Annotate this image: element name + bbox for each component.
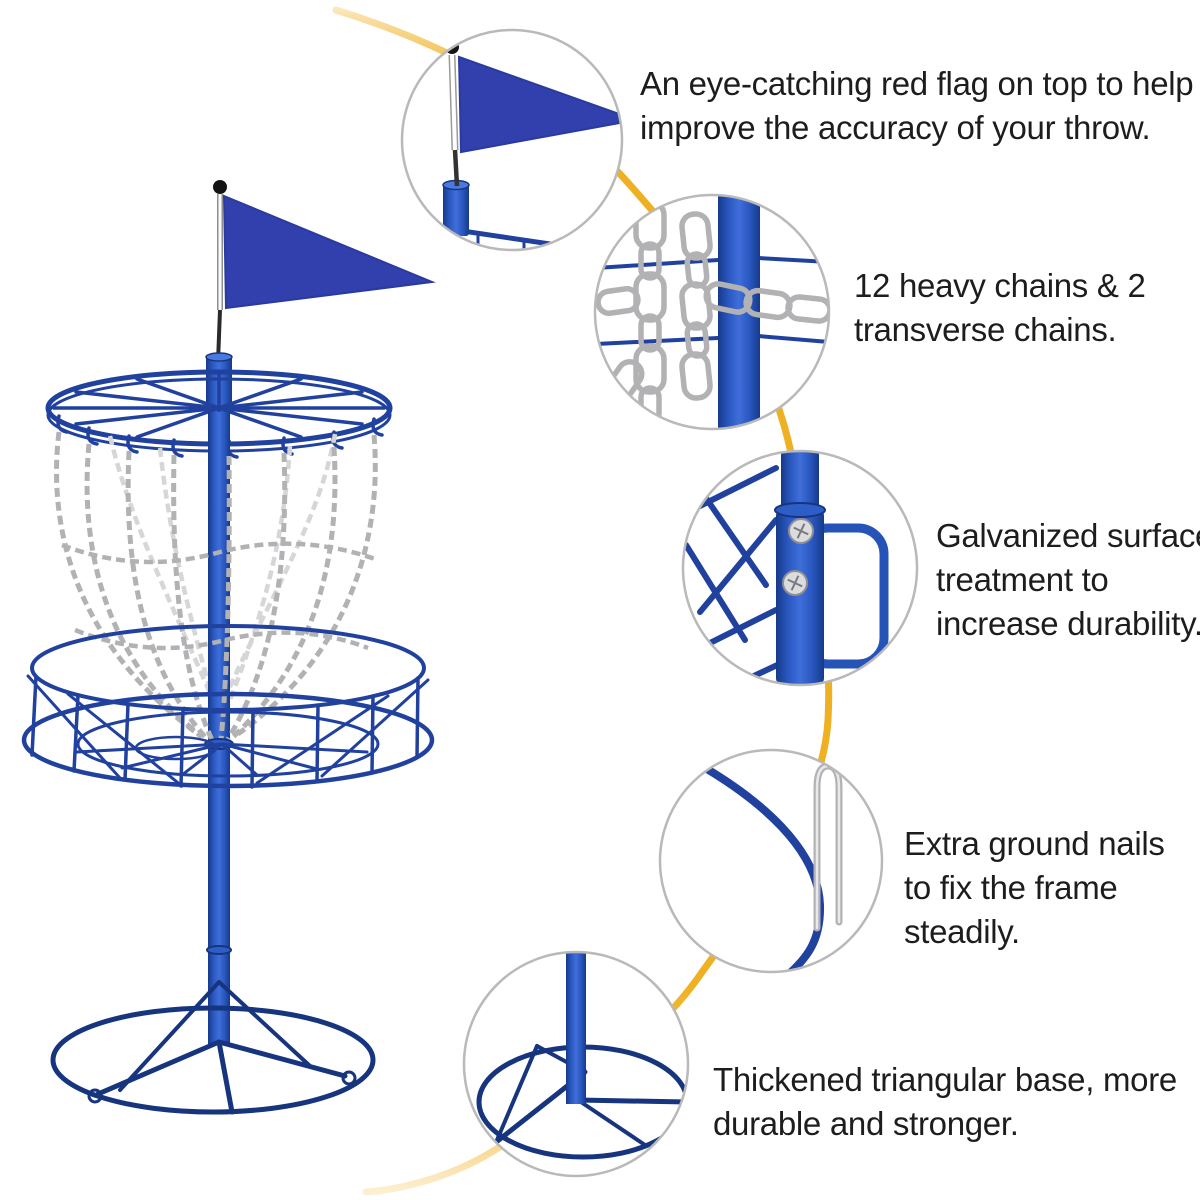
caption-line: An eye-catching red flag on top to help — [640, 65, 1194, 102]
caption-line: increase durability. — [936, 605, 1200, 642]
caption-line: durable and stronger. — [713, 1105, 1019, 1142]
triangular-base-closeup-icon — [476, 952, 688, 1160]
callout-circle-chains — [593, 193, 831, 431]
caption-line: Galvanized surface — [936, 517, 1200, 554]
callout-text-flag: An eye-catching red flag on top to help … — [640, 62, 1194, 150]
callout-circle-base — [462, 950, 690, 1178]
chains-closeup-icon — [595, 195, 829, 429]
caption-line: steadily. — [904, 913, 1020, 950]
disc-golf-basket-illustration — [21, 180, 436, 1115]
flag-icon — [213, 180, 436, 363]
caption-line: Thickened triangular base, more — [713, 1061, 1177, 1098]
catch-basket-cage — [21, 624, 435, 789]
callout-text-ground-nails: Extra ground nails to fix the frame stea… — [904, 822, 1165, 954]
caption-line: improve the accuracy of your throw. — [640, 109, 1151, 146]
callout-circle-ground-nail — [658, 748, 884, 974]
center-pole — [206, 412, 232, 1104]
callout-circle-flag — [400, 28, 624, 252]
caption-line: 12 heavy chains & 2 — [854, 267, 1146, 304]
caption-line: Extra ground nails — [904, 825, 1165, 862]
callout-circle-galvanized — [681, 449, 919, 687]
bolt-icon — [788, 518, 814, 544]
callout-text-galvanized: Galvanized surface treatment to increase… — [936, 514, 1200, 646]
caption-line: transverse chains. — [854, 311, 1117, 348]
triangular-base — [50, 980, 376, 1115]
callout-text-base: Thickened triangular base, more durable … — [713, 1058, 1177, 1146]
callout-text-chains: 12 heavy chains & 2 transverse chains. — [854, 264, 1146, 352]
caption-line: to fix the frame — [904, 869, 1118, 906]
caption-line: treatment to — [936, 561, 1109, 598]
bolt-icon — [782, 570, 808, 596]
